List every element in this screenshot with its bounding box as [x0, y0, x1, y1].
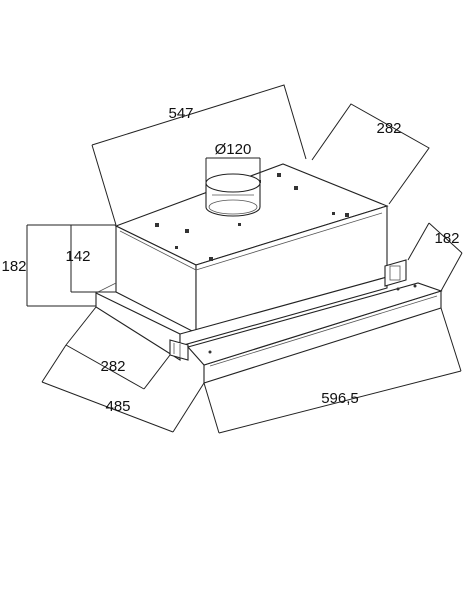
dimension-front-width: 596,5: [203, 307, 462, 434]
hood-upper-body: [114, 163, 389, 334]
dimension-body-height: 142: [65, 225, 116, 293]
total-depth-label: 485: [105, 398, 130, 415]
dimension-top-width: 547: [91, 84, 307, 226]
duct-collar: [205, 173, 261, 217]
top-depth-label: 282: [376, 120, 401, 137]
body-height-label: 142: [65, 248, 90, 265]
hood-lower-tray: [95, 259, 443, 384]
top-width-label: 547: [168, 105, 193, 122]
dimension-duct-diameter: Ø120: [205, 141, 261, 183]
dimension-top-depth: 282: [311, 103, 430, 205]
dimension-bottom-depth: 282: [65, 306, 171, 390]
dimension-total-height: 182: [1, 224, 116, 307]
duct-diameter-label: Ø120: [215, 141, 252, 158]
total-height-label: 182: [1, 258, 26, 275]
dimension-total-depth: 485: [41, 344, 205, 433]
visor-height-label: 182: [434, 230, 459, 247]
dimension-visor-height: 182: [407, 222, 463, 292]
front-width-label: 596,5: [321, 390, 359, 407]
bottom-depth-label: 282: [100, 358, 125, 375]
